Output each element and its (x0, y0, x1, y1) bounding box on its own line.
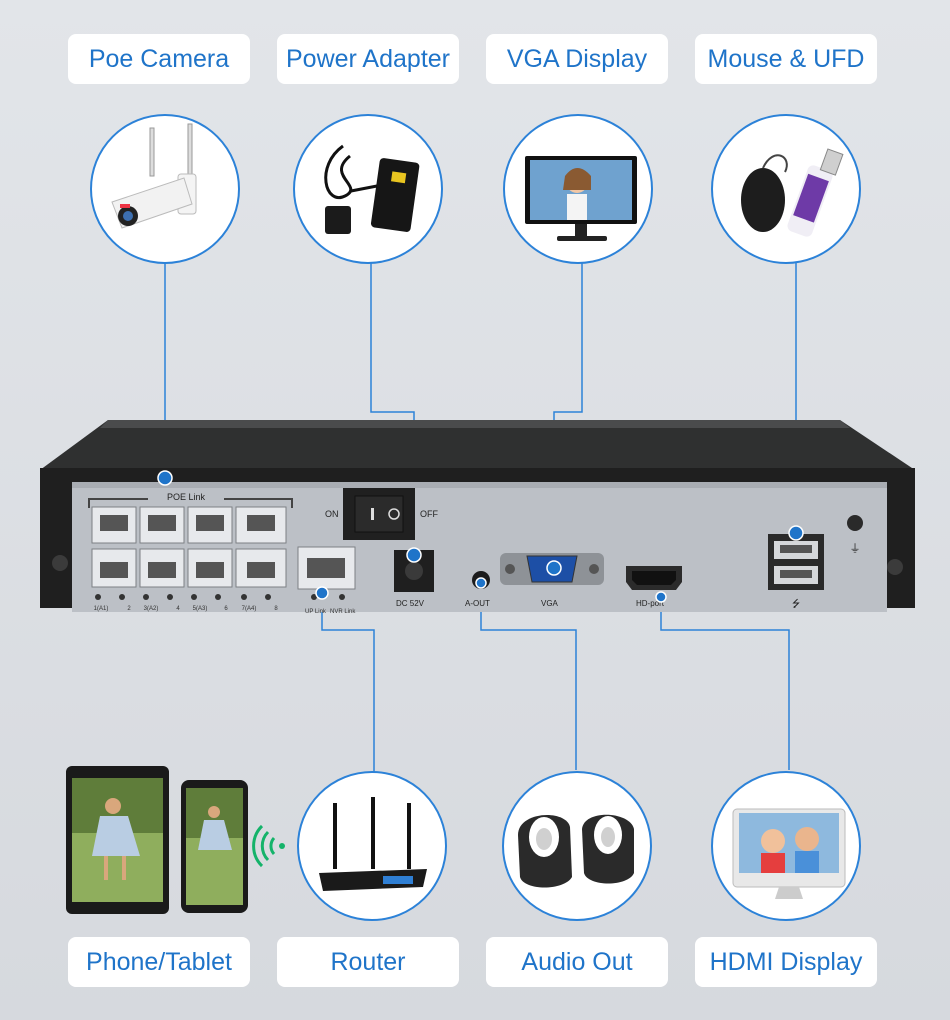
svg-text:1(A1): 1(A1) (94, 606, 109, 612)
power-adapter-icon (324, 144, 420, 234)
mouse-ufd-bubble (711, 114, 861, 264)
hdmi-port (626, 566, 682, 590)
audio-out-bubble (502, 771, 652, 921)
svg-text:HD-port: HD-port (636, 599, 665, 608)
nvr-top-cover (40, 420, 915, 470)
tablet-icon (66, 766, 169, 914)
label-vga-display: VGA Display (486, 34, 668, 84)
mouse-usb-icon (741, 148, 844, 237)
label-router: Router (277, 937, 459, 987)
svg-text:UP Link: UP Link (305, 609, 327, 615)
hdmi-display-bubble (711, 771, 861, 921)
svg-text:3(A2): 3(A2) (144, 606, 159, 612)
poe-link-frame (88, 490, 293, 508)
svg-text:2: 2 (127, 606, 131, 612)
svg-text:A-OUT: A-OUT (465, 599, 490, 608)
svg-text:DC 52V: DC 52V (396, 599, 425, 608)
svg-text:OFF: OFF (420, 509, 438, 519)
label-poe-camera: Poe Camera (68, 34, 250, 84)
label-power-adapter: Power Adapter (277, 34, 459, 84)
svg-text:NVR Link: NVR Link (330, 609, 356, 615)
svg-text:8: 8 (274, 606, 278, 612)
camera-icon (111, 123, 197, 229)
vga-display-bubble (503, 114, 653, 264)
power-adapter-bubble (293, 114, 443, 264)
svg-text:5(A3): 5(A3) (193, 606, 208, 612)
speaker-icon (518, 814, 634, 888)
poe-camera-bubble (90, 114, 240, 264)
label-phone-tablet: Phone/Tablet (68, 937, 250, 987)
label-hdmi-display: HDMI Display (695, 937, 877, 987)
svg-text:6: 6 (224, 606, 228, 612)
router-bubble (297, 771, 447, 921)
svg-text:ON: ON (325, 509, 339, 519)
usb-ports (768, 534, 824, 590)
svg-text:7(A4): 7(A4) (242, 606, 257, 612)
wifi-signal-icon (252, 824, 285, 868)
monitor-icon (525, 156, 637, 241)
label-mouse-ufd: Mouse & UFD (695, 34, 877, 84)
phone-icon (181, 780, 248, 913)
svg-text:VGA: VGA (541, 599, 559, 608)
svg-text:4: 4 (176, 606, 180, 612)
svg-text:⏚: ⏚ (850, 542, 861, 555)
poe-link-text: POE Link (167, 492, 206, 502)
label-audio-out: Audio Out (486, 937, 668, 987)
connection-dots (157, 470, 804, 603)
router-icon (319, 797, 427, 891)
imac-icon (732, 808, 846, 899)
svg-text:⭍: ⭍ (792, 598, 800, 610)
